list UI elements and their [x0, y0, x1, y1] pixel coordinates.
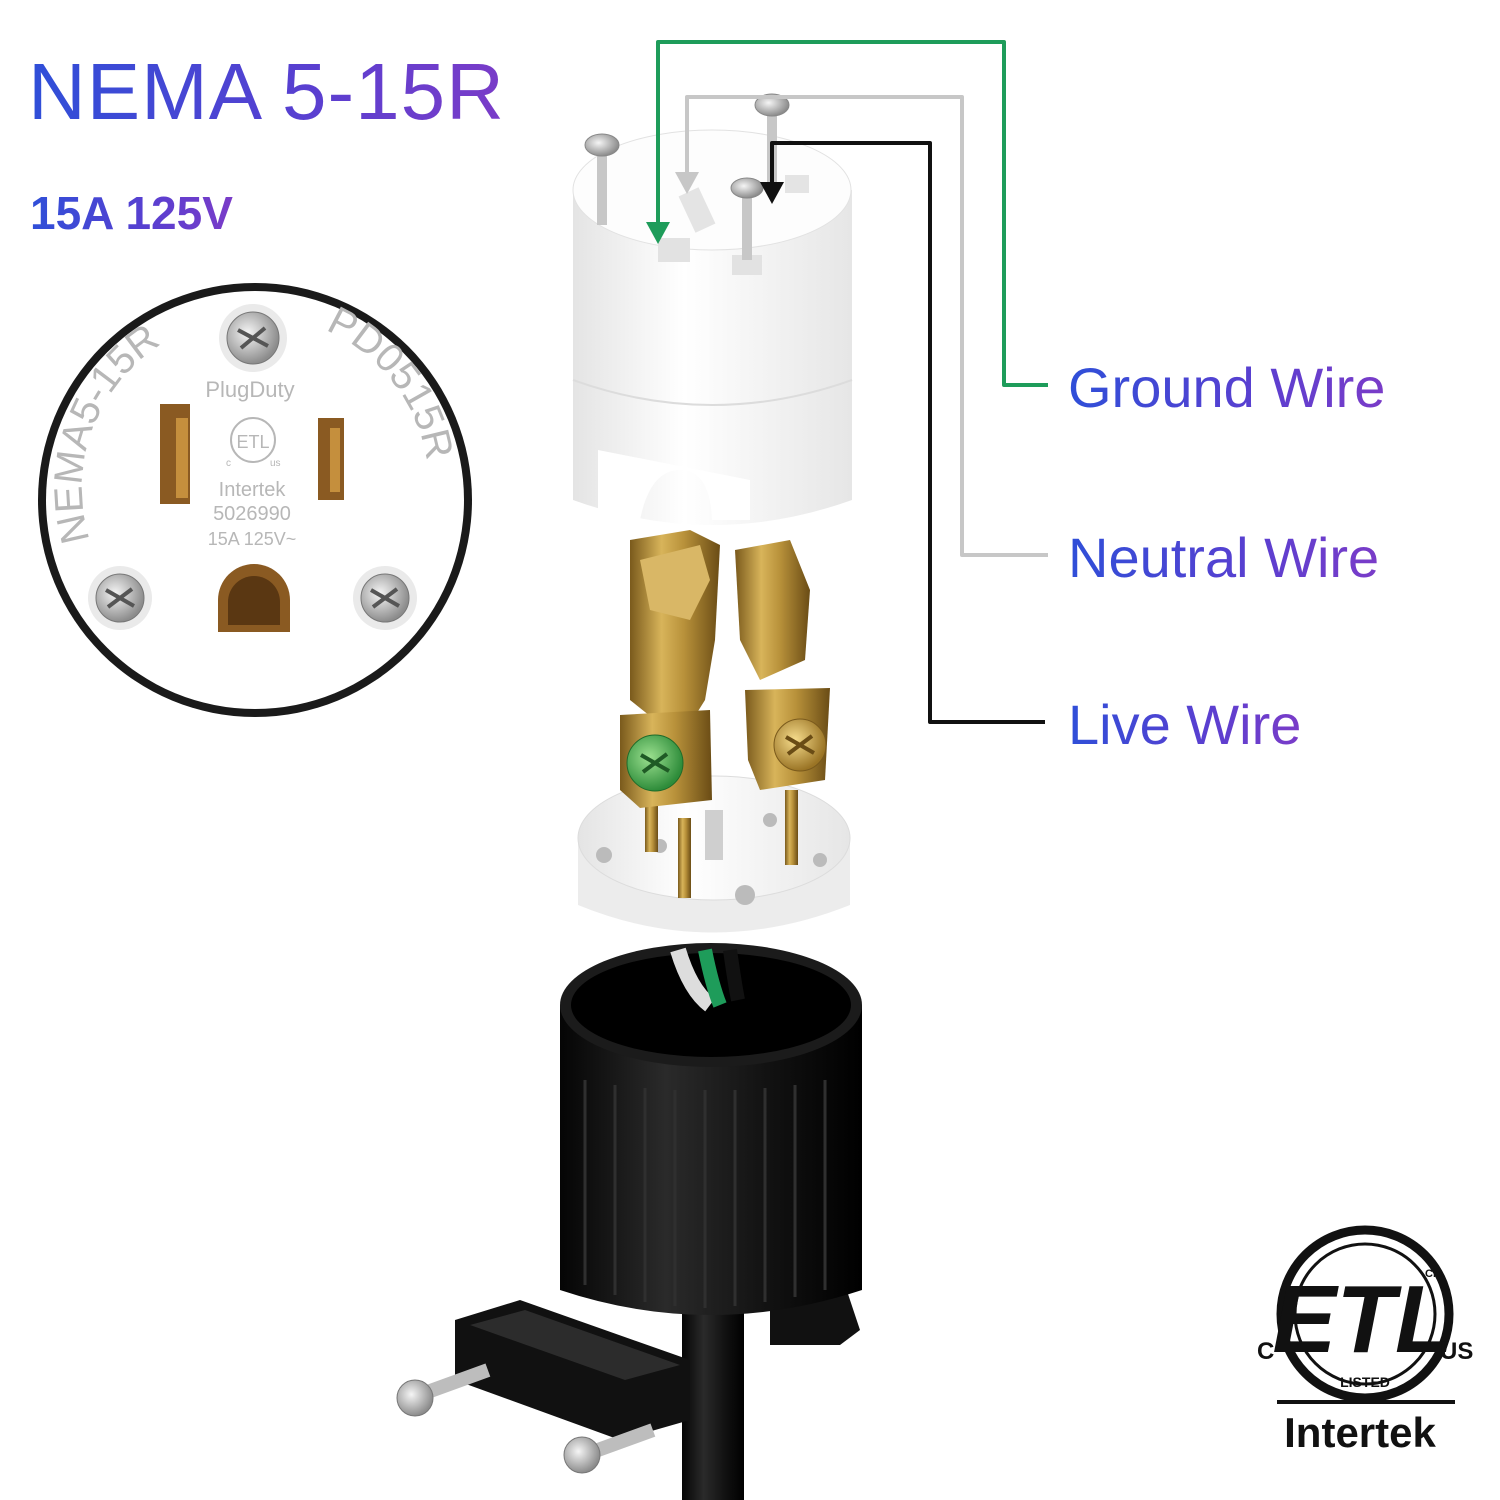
live-terminal-screw-icon — [773, 718, 827, 772]
ground-terminal-screw-icon — [626, 734, 684, 792]
svg-text:us: us — [270, 458, 281, 469]
body-screw-middle-icon — [730, 177, 764, 260]
intertek-brand: Intertek — [1284, 1409, 1436, 1456]
live-wire-label: Live Wire — [1068, 693, 1302, 756]
svg-text:c: c — [226, 458, 231, 469]
page-title: NEMA 5-15R — [28, 47, 505, 136]
face-rating-text: 15A 125V~ — [208, 529, 297, 549]
etl-c-text: C — [1257, 1338, 1274, 1365]
etl-listed-text: LISTED — [1340, 1374, 1390, 1390]
live-wire-leader — [760, 141, 1045, 724]
face-control-number-text: 5026990 — [213, 503, 291, 525]
etl-listed-mark-icon: ETL CM C US LISTED — [1257, 1225, 1473, 1404]
base-plate — [577, 775, 851, 933]
etl-us-text: US — [1440, 1338, 1473, 1365]
receptacle-face: NEMA5-15R PD0515R PlugDuty ETL c us Inte… — [38, 283, 472, 717]
face-screw-left-icon — [88, 566, 152, 630]
clamp-screw-left-icon — [396, 1363, 491, 1417]
face-screw-top-icon — [219, 304, 287, 372]
ground-wire-label: Ground Wire — [1068, 356, 1386, 419]
face-screw-right-icon — [353, 566, 417, 630]
ground-wire-leader — [646, 40, 1048, 387]
etl-cm-text: CM — [1425, 1268, 1442, 1280]
face-etl-mark-icon: ETL c us — [226, 417, 281, 469]
etl-mark-letters: ETL — [1272, 1266, 1453, 1373]
neutral-wire-leader — [675, 95, 1048, 557]
black-cap — [560, 943, 862, 1315]
rating-subtitle: 15A 125V — [30, 187, 233, 239]
brass-terminals — [620, 530, 830, 808]
face-lab-text: Intertek — [219, 479, 287, 501]
svg-text:ETL: ETL — [236, 432, 269, 452]
face-brand-text: PlugDuty — [205, 377, 294, 402]
neutral-wire-label: Neutral Wire — [1068, 526, 1380, 589]
body-screw-left-icon — [584, 133, 620, 225]
clamp-screw-right-icon — [563, 1423, 656, 1474]
receptacle-body — [572, 93, 853, 525]
